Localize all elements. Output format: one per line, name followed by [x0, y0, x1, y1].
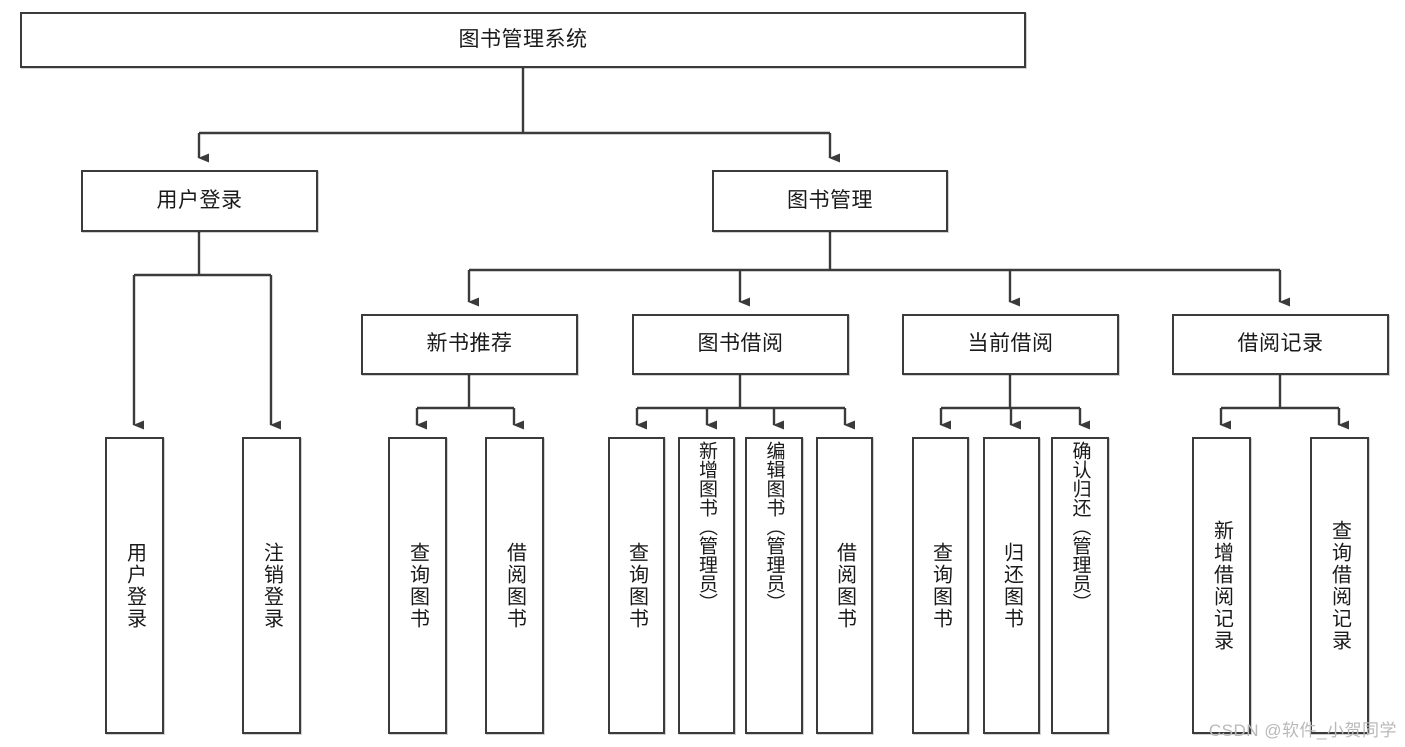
node-label: 查询借阅记录 [1328, 519, 1351, 652]
node-leaf-edit-book[interactable]: 编辑图书（管理员） [745, 437, 803, 734]
node-book-management-system[interactable]: 图书管理系统 [20, 12, 1026, 68]
node-leaf-query-book-borrow[interactable]: 查询图书 [608, 437, 665, 734]
node-label: 查询图书 [406, 541, 429, 630]
node-book-borrow[interactable]: 图书借阅 [632, 314, 849, 375]
node-label: 图书借阅 [697, 332, 784, 356]
node-leaf-return-book[interactable]: 归还图书 [983, 437, 1040, 734]
node-leaf-user-login[interactable]: 用户登录 [105, 437, 164, 734]
node-label: 图书管理 [787, 188, 873, 212]
node-leaf-query-book-current[interactable]: 查询图书 [912, 437, 969, 734]
node-leaf-borrow-book[interactable]: 借阅图书 [816, 437, 873, 734]
node-label: 用户登录 [123, 541, 146, 630]
node-user-login[interactable]: 用户登录 [81, 170, 318, 232]
node-leaf-query-book-recommend[interactable]: 查询图书 [388, 437, 447, 734]
node-label: 查询图书 [929, 541, 952, 630]
node-label: 新书推荐 [426, 332, 513, 356]
node-label: 借阅图书 [503, 541, 526, 630]
node-borrow-record[interactable]: 借阅记录 [1172, 314, 1389, 375]
node-label: 图书管理系统 [458, 27, 588, 51]
node-leaf-add-borrow-record[interactable]: 新增借阅记录 [1192, 437, 1251, 734]
node-new-book-recommend[interactable]: 新书推荐 [361, 314, 578, 375]
node-leaf-confirm-return[interactable]: 确认归还（管理员） [1051, 437, 1109, 734]
node-label: 编辑图书（管理员） [763, 441, 785, 612]
node-book-management[interactable]: 图书管理 [712, 170, 948, 232]
node-current-borrow[interactable]: 当前借阅 [902, 314, 1119, 375]
node-leaf-add-book[interactable]: 新增图书（管理员） [678, 437, 735, 734]
node-label: 新增图书（管理员） [696, 441, 717, 612]
node-label: 当前借阅 [967, 332, 1054, 356]
node-label: 新增借阅记录 [1210, 519, 1233, 652]
node-label: 归还图书 [1000, 541, 1023, 630]
node-label: 注销登录 [260, 541, 283, 630]
node-leaf-user-logout[interactable]: 注销登录 [242, 437, 301, 734]
node-label: 用户登录 [156, 188, 243, 212]
node-leaf-query-borrow-record[interactable]: 查询借阅记录 [1310, 437, 1369, 734]
node-label: 确认归还（管理员） [1069, 441, 1091, 612]
node-label: 查询图书 [625, 541, 648, 630]
node-label: 借阅记录 [1237, 332, 1324, 356]
watermark: CSDN @软件_小贺同学 [1208, 721, 1397, 740]
node-leaf-borrow-book-recommend[interactable]: 借阅图书 [485, 437, 544, 734]
node-label: 借阅图书 [833, 541, 856, 630]
